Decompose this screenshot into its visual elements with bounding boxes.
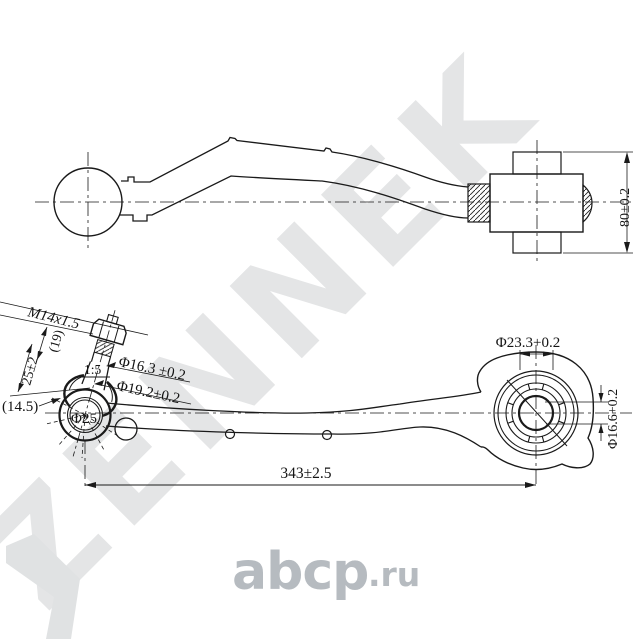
- dim145-arrow: [51, 398, 61, 404]
- dim25-arrow-top: [26, 344, 32, 353]
- dim233-label: Φ23.3+0.2: [496, 335, 560, 351]
- dim163-leader-line: [107, 365, 191, 383]
- thread-leader-line: [0, 301, 149, 336]
- site-watermark: abcp: [232, 542, 368, 602]
- dim19-label: (19): [45, 328, 66, 354]
- dim80-arrow-bottom: [624, 242, 630, 253]
- ball-ring-outer: [66, 396, 104, 434]
- dim25-arrow-bottom: [18, 383, 24, 392]
- dim19-arrow-top: [41, 327, 47, 336]
- arm-hole-left: [224, 428, 236, 440]
- plan-view: Φ25 Φ23.3+0.2 Φ16.6+0.2 343±: [0, 301, 632, 489]
- brand-chevron-logo-icon: [6, 534, 80, 639]
- thread-section-hatched: [93, 338, 115, 358]
- dim80-label: 80±0.2: [618, 188, 633, 227]
- dim166-arrow-bottom: [598, 424, 604, 433]
- side-view: 80±0.2: [35, 136, 633, 263]
- arm-lower-contour-side: [119, 175, 469, 222]
- boot-outline-left: [63, 373, 85, 408]
- taper-label: 1:5: [84, 362, 102, 377]
- dim80-extension-lines: [563, 151, 633, 254]
- dim233-arrow-right: [543, 351, 553, 357]
- dim192-arrow: [94, 380, 104, 386]
- dim343-label: 343±2.5: [280, 465, 331, 482]
- arm-upper-contour-side: [121, 136, 469, 188]
- bushing-rubber-end-hatched: [582, 183, 593, 224]
- ball-projection-rays: [45, 397, 119, 459]
- dim19-arrow-bottom: [37, 351, 43, 360]
- eye-diagonal-line: [506, 379, 568, 447]
- arm-hole-right: [321, 429, 333, 441]
- dim343-arrow-left: [85, 482, 96, 488]
- bushing-tube-top: [512, 151, 562, 175]
- dim192-leader-line: [95, 383, 192, 405]
- boot-inner-right: [106, 382, 113, 402]
- stud-cylinder: [90, 351, 112, 367]
- ball-diameter-label: Φ25: [71, 411, 97, 427]
- arm-lower-contour-plan: [105, 425, 482, 448]
- dim166-extension-lines: [545, 401, 608, 425]
- dim233-arrow-left: [520, 351, 530, 357]
- dim343-arrow-right: [525, 482, 536, 488]
- dim25-label: 25±2: [19, 355, 41, 387]
- watermark-layer: ZENNEK abcp .ru: [0, 23, 569, 639]
- boot-inner-left: [68, 375, 84, 390]
- bushing-tube-bottom: [512, 231, 562, 254]
- dim80-arrow-top: [624, 152, 630, 163]
- site-watermark-tld: .ru: [368, 555, 420, 594]
- eye-slot-caps: [507, 383, 565, 443]
- boot-outline-right: [102, 380, 118, 417]
- arm-upper-contour-plan: [106, 391, 482, 414]
- taper-extension-line: [9, 387, 91, 397]
- nut-extension-line: [0, 314, 94, 335]
- dim166-arrow-top: [598, 393, 604, 402]
- dim166-label: Φ16.6+0.2: [606, 389, 621, 449]
- arm-boss: [114, 417, 138, 441]
- dim233-extension-lines: [519, 350, 554, 370]
- rod-section-hatched: [467, 183, 491, 223]
- ball-head-side: [53, 167, 123, 237]
- castle-nut: [89, 318, 127, 346]
- ball-ring-inner: [69, 399, 101, 431]
- stud-taper: [81, 361, 110, 391]
- thread-label: M14x1.5: [25, 304, 82, 333]
- dim145-label: (14.5): [2, 399, 38, 415]
- eye-outer-contour: [476, 351, 595, 471]
- dim163-arrow: [106, 362, 116, 368]
